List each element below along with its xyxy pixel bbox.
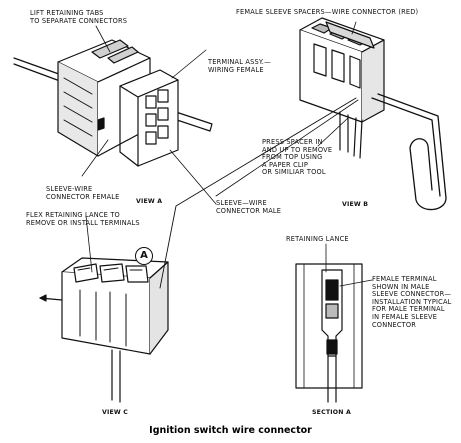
label-view-c: VIEW C [102, 409, 129, 416]
label-terminal-assy: TERMINAL ASSY.— WIRING FEMALE [208, 58, 271, 74]
leader-lines [81, 21, 373, 289]
label-view-a: VIEW A [136, 198, 163, 205]
section-a-connector [295, 263, 363, 403]
label-retaining-lance: RETAINING LANCE [286, 235, 349, 243]
label-sleeve-female: SLEEVE-WIRE CONNECTOR FEMALE [46, 185, 120, 201]
view-b-connector [299, 17, 447, 211]
label-female-terminal: FEMALE TERMINAL SHOWN IN MALE SLEEVE CON… [372, 275, 452, 329]
label-press-spacer: PRESS SPACER IN AND UP TO REMOVE FROM TO… [262, 138, 333, 177]
label-sleeve-male: SLEEVE—WIRE CONNECTOR MALE [216, 199, 282, 215]
figure-caption: Ignition switch wire connector [149, 425, 312, 436]
section-a-callout: A [135, 247, 153, 265]
label-section-a: SECTION A [312, 409, 351, 416]
view-c-connector [39, 257, 169, 403]
label-female-spacers: FEMALE SLEEVE SPACERS—WIRE CONNECTOR (RE… [236, 8, 419, 16]
label-view-b: VIEW B [342, 201, 369, 208]
view-a-connector [13, 39, 213, 167]
label-flex-lance: FLEX RETAINING LANCE TO REMOVE OR INSTAL… [26, 211, 140, 227]
label-lift-tabs: LIFT RETAINING TABS TO SEPARATE CONNECTO… [30, 9, 128, 25]
